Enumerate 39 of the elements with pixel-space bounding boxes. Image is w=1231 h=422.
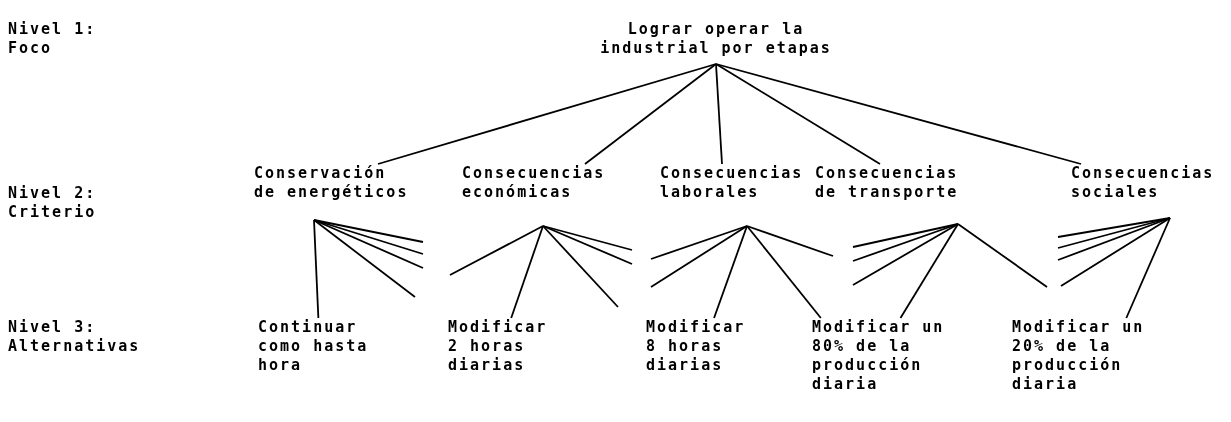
- connector-line: [313, 219, 416, 298]
- connector-line: [713, 225, 748, 319]
- connector-line: [313, 219, 424, 269]
- node-text: Consecuencias de transporte: [815, 164, 960, 202]
- connector-line: [899, 223, 959, 319]
- node-text: Modificar un 80% de la producción diaria: [812, 318, 946, 394]
- connector-line: [1057, 217, 1171, 249]
- node-text: Conservación de energéticos: [254, 164, 410, 202]
- connector-line: [542, 225, 633, 265]
- connector-line: [715, 63, 723, 165]
- connector-line: [852, 223, 959, 286]
- node-text: Consecuencias sociales: [1071, 164, 1216, 202]
- connector-line: [852, 223, 959, 248]
- node-text: Continuar como hasta hora: [258, 318, 370, 375]
- node-text: Lograr operar la industrial por etapas: [599, 20, 833, 58]
- connector-line: [313, 219, 320, 319]
- level-label: Nivel 3: Alternativas: [8, 318, 142, 356]
- connector-line: [650, 225, 748, 260]
- connector-line: [650, 225, 748, 288]
- connector-line: [1125, 217, 1171, 319]
- level-label: Nivel 1: Foco: [8, 20, 98, 58]
- connector-line: [1060, 217, 1171, 287]
- connector-line: [746, 225, 822, 319]
- connector-line: [542, 225, 633, 251]
- connector-line: [313, 219, 424, 243]
- node-text: Modificar 2 horas diarias: [448, 318, 549, 375]
- level-label: Nivel 2: Criterio: [8, 184, 98, 222]
- node-text: Consecuencias económicas: [462, 164, 607, 202]
- connector-line: [542, 225, 619, 308]
- connector-line: [746, 225, 834, 257]
- node-text: Modificar un 20% de la producción diaria: [1012, 318, 1146, 394]
- connector-line: [715, 63, 1082, 165]
- connector-line: [957, 223, 1048, 288]
- connector-line: [715, 63, 881, 165]
- connector-line: [584, 63, 717, 165]
- connector-line: [510, 225, 544, 319]
- connector-line: [377, 63, 717, 165]
- node-text: Modificar 8 horas diarias: [646, 318, 747, 375]
- connector-line: [449, 225, 544, 276]
